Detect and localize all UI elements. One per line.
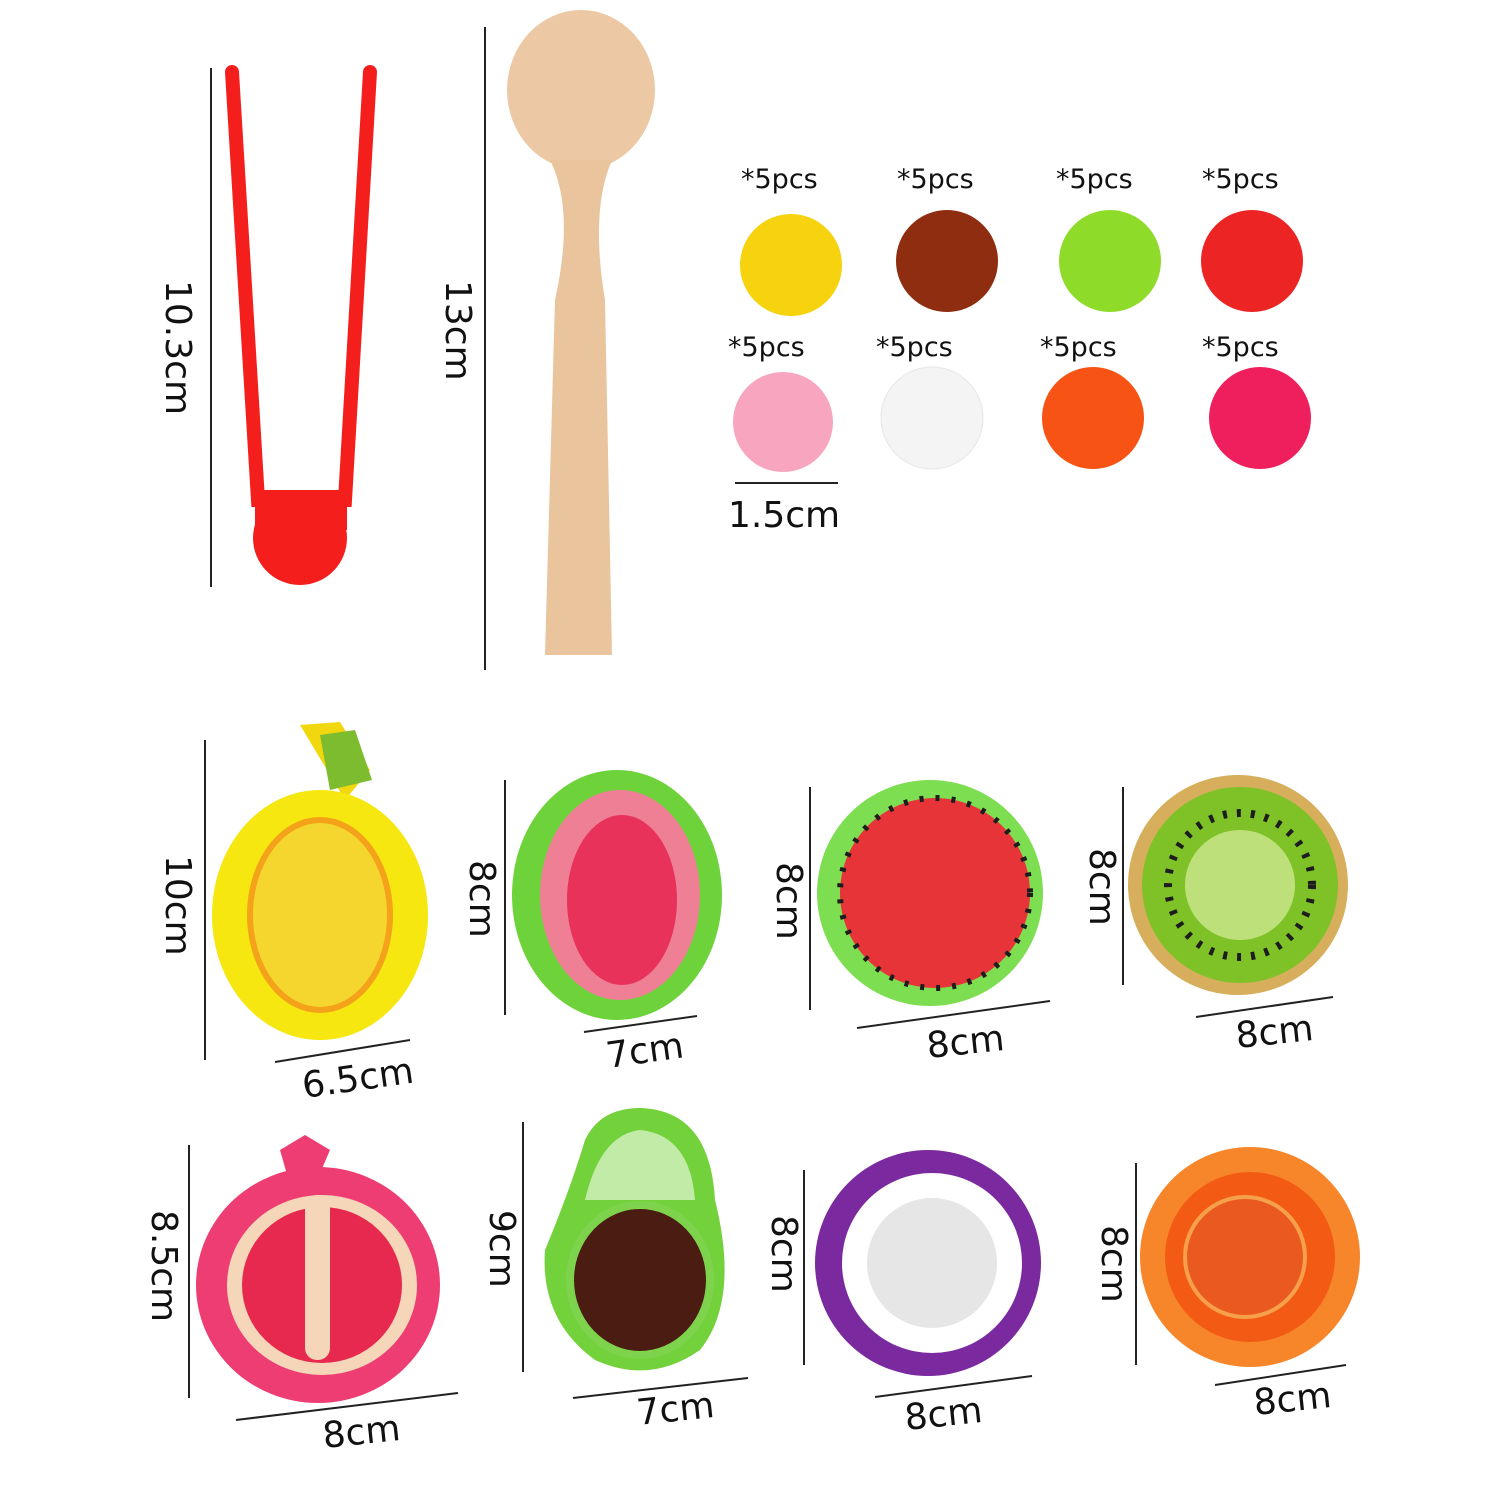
fruit-width-label: 6.5cm [300,1051,417,1107]
fruit-width-label: 7cm [635,1385,717,1434]
fruit-avocado: 9cm 7cm [481,1108,749,1434]
bead-qty: *5pcs [741,164,818,195]
fruit-width-label: 8cm [903,1390,985,1439]
fruit-height-label: 10cm [157,855,198,956]
fruit-watermelon: 8cm 8cm [768,780,1051,1067]
bead-qty: *5pcs [1202,164,1279,195]
bead-qty: *5pcs [876,332,953,363]
fruit-pomegranate: 8.5cm 8cm [143,1135,459,1457]
bead: *5pcs [1202,332,1311,469]
fruit-height-label: 8cm [461,860,502,938]
fruit-mangosteen: 8cm 8cm [763,1150,1041,1439]
fruit-height-label: 8.5cm [143,1210,184,1322]
bead-qty: *5pcs [1056,164,1133,195]
fruit-width-label: 7cm [604,1025,687,1076]
bead-qty: *5pcs [1040,332,1117,363]
fruit-pineapple: 10cm 6.5cm [157,722,428,1107]
fruit-width-label: 8cm [1252,1375,1334,1424]
fruit-dragon-fruit: 8cm 7cm [461,770,722,1077]
fruit-width-label: 8cm [925,1018,1007,1067]
bead-diameter-label: 1.5cm [728,495,840,536]
bead: *5pcs [1201,164,1303,312]
bead-qty: *5pcs [897,164,974,195]
bead: *5pcs [876,332,984,470]
spoon-height-label: 13cm [437,280,478,381]
fruit-height-label: 8cm [1081,848,1122,926]
bead: *5pcs [728,332,833,472]
fruit-height-label: 8cm [1093,1225,1134,1303]
fruit-width-label: 8cm [321,1408,403,1457]
bead: *5pcs [896,164,998,312]
tongs: 10.3cm [157,65,377,587]
bead: *5pcs [740,164,842,316]
beads: *5pcs *5pcs *5pcs *5pcs *5pcs *5pcs *5pc… [728,164,1311,536]
bead-qty: *5pcs [728,332,805,363]
fruit-height-label: 8cm [763,1215,804,1293]
fruit-height-label: 8cm [768,862,809,940]
bead-qty: *5pcs [1202,332,1279,363]
bead: *5pcs [1040,332,1144,469]
fruit-height-label: 9cm [481,1210,522,1288]
wooden-spoon: 13cm [437,10,655,670]
fruit-orange: 8cm 8cm [1093,1147,1360,1424]
bead: *5pcs [1056,164,1161,312]
fruit-kiwi: 8cm 8cm [1081,775,1348,1057]
tongs-height-label: 10.3cm [157,280,198,415]
fruit-width-label: 8cm [1234,1008,1316,1057]
